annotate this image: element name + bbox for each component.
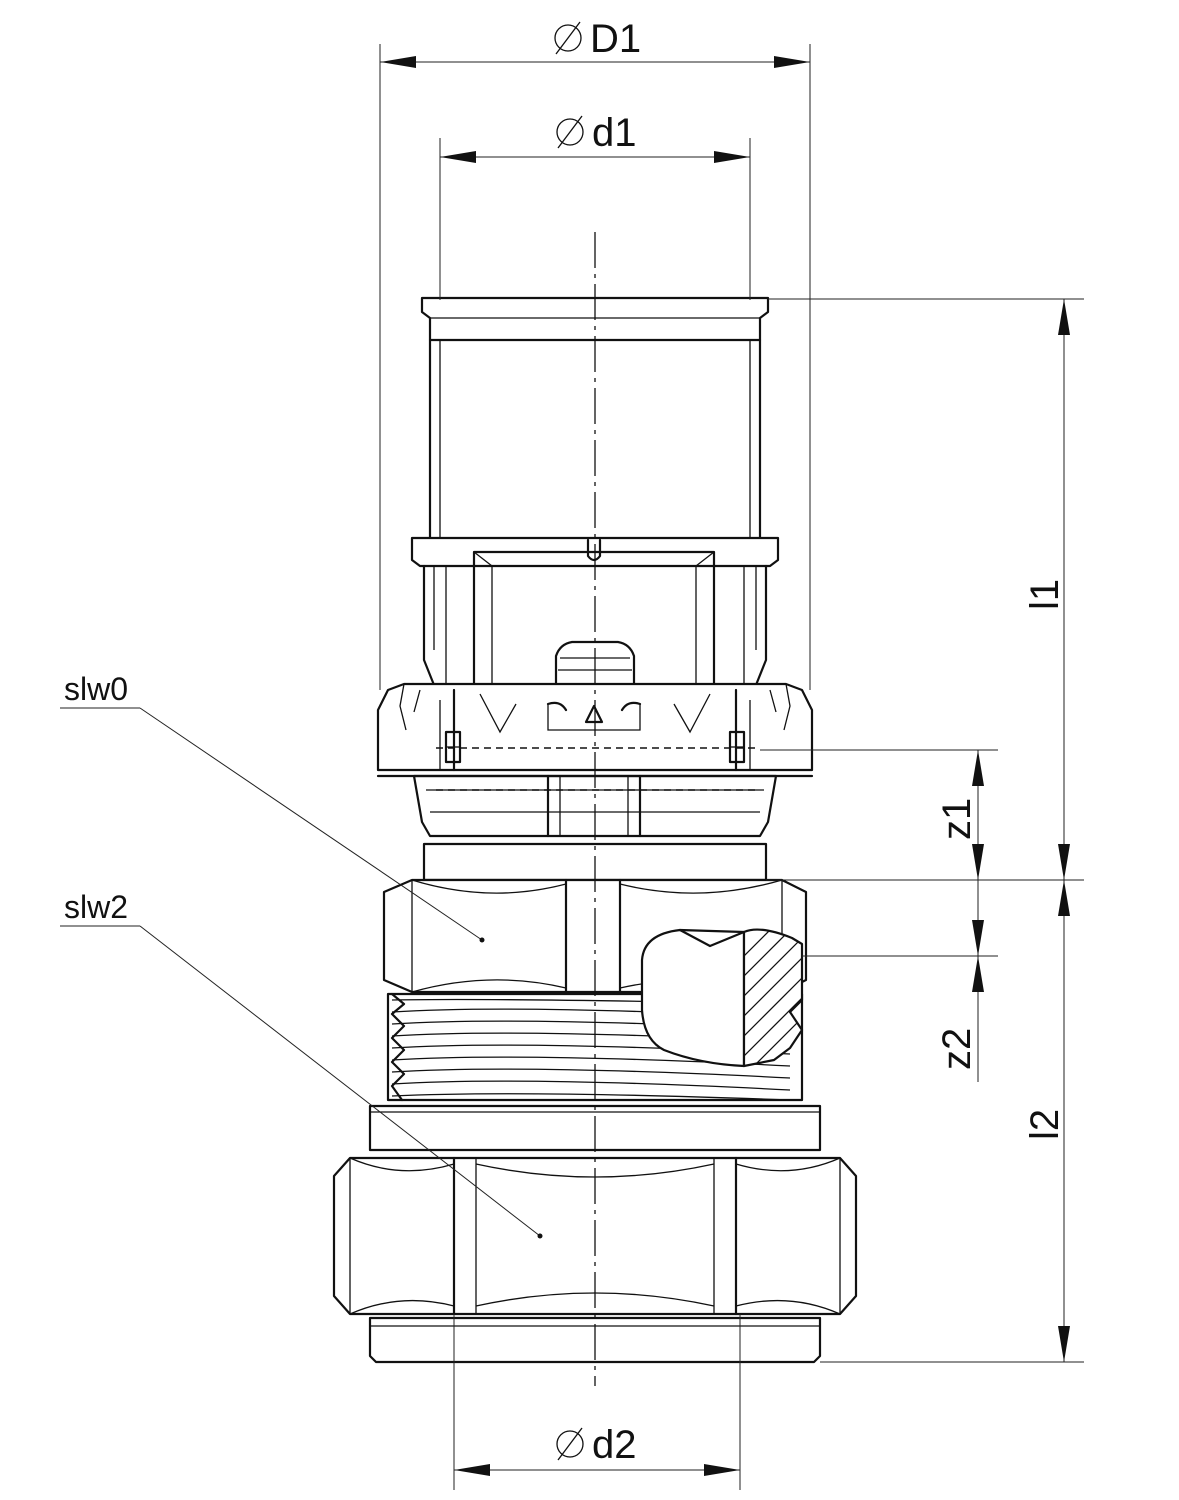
- dim-label-z1: z1: [935, 798, 979, 840]
- dim-label-z2: z2: [935, 1028, 979, 1070]
- arrowhead: [972, 920, 984, 956]
- callout-dot: [537, 1233, 543, 1239]
- arrowhead: [380, 56, 416, 68]
- dimension-l1: l1: [1023, 299, 1070, 880]
- dimension-l2: l2: [1023, 880, 1070, 1362]
- diameter-symbol-icon: [554, 21, 582, 55]
- thread-lines: [391, 998, 791, 1101]
- dim-label-d2: d2: [592, 1423, 637, 1467]
- dimension-d2: d2: [453, 1314, 741, 1490]
- arrowhead: [972, 844, 984, 880]
- arrowhead: [714, 151, 750, 163]
- arrowhead: [1058, 1326, 1070, 1362]
- dimension-z1: z1: [935, 750, 984, 880]
- dimension-z2: z2: [935, 880, 984, 1082]
- dim-label-l2: l2: [1023, 1109, 1067, 1140]
- dim-label-l1: l1: [1023, 579, 1067, 610]
- arrowhead: [704, 1464, 740, 1476]
- arrowhead: [440, 151, 476, 163]
- diameter-symbol-icon: [556, 1427, 584, 1461]
- dimension-D1: D1: [379, 17, 811, 690]
- arrowhead: [1058, 880, 1070, 916]
- arrowhead: [1058, 299, 1070, 335]
- callout-slw2: slw2: [60, 889, 543, 1239]
- arrowhead: [1058, 844, 1070, 880]
- dimension-d1: d1: [439, 111, 751, 300]
- dim-label-d1: d1: [592, 111, 637, 155]
- dim-label-D1: D1: [590, 17, 641, 61]
- callout-label-slw2: slw2: [64, 889, 128, 925]
- diameter-symbol-icon: [556, 115, 584, 149]
- arrowhead: [972, 750, 984, 786]
- arrowhead: [774, 56, 810, 68]
- arrowhead: [972, 956, 984, 992]
- callout-slw0: slw0: [60, 671, 485, 943]
- callout-dot: [479, 937, 485, 943]
- extension-lines: [760, 298, 1084, 1363]
- callout-label-slw0: slw0: [64, 671, 128, 707]
- arrowhead: [454, 1464, 490, 1476]
